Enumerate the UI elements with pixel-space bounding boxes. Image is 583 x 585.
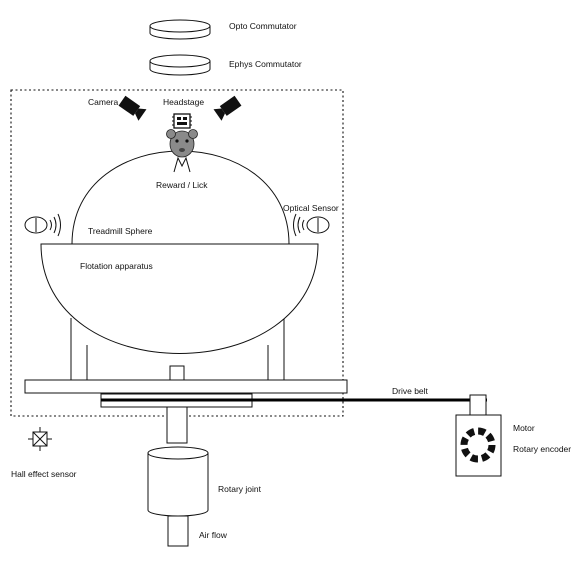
headstage-label: Headstage (163, 97, 204, 107)
optical-sensor-label: Optical Sensor (283, 203, 339, 213)
optical-sensor-left-icon (24, 213, 61, 237)
flotation-apparatus (40, 243, 319, 354)
air-flow-tube (167, 515, 189, 547)
mouse-icon (166, 129, 198, 158)
treadmill-sphere-label: Treadmill Sphere (88, 226, 153, 236)
reward-lick-label: Reward / Lick (156, 180, 208, 190)
base-plate (24, 379, 348, 394)
rotary-encoder-icon (460, 427, 496, 463)
headstage-icon (172, 113, 192, 129)
ephys-commutator (149, 54, 211, 76)
shaft (166, 406, 188, 444)
optical-sensor-right-icon (293, 213, 330, 237)
motor-label: Motor (513, 423, 535, 433)
flotation-apparatus-label: Flotation apparatus (80, 261, 153, 271)
ephys-commutator-label: Ephys Commutator (229, 59, 302, 69)
rotary-encoder-label: Rotary encoder (513, 444, 571, 454)
drive-belt-label: Drive belt (392, 386, 429, 396)
hall-effect-sensor-icon (28, 427, 52, 451)
camera-right-icon (213, 95, 242, 121)
hall-effect-sensor-label: Hall effect sensor (11, 469, 77, 479)
camera-left-icon (118, 95, 147, 121)
air-flow-label: Air flow (199, 530, 228, 540)
rotary-joint (147, 446, 209, 517)
support-legs (70, 318, 285, 381)
opto-commutator-label: Opto Commutator (229, 21, 297, 31)
opto-commutator (149, 19, 211, 40)
motor (455, 394, 502, 477)
camera-label: Camera (88, 97, 119, 107)
lick-spout-icon (173, 156, 191, 173)
rotary-joint-label: Rotary joint (218, 484, 262, 494)
